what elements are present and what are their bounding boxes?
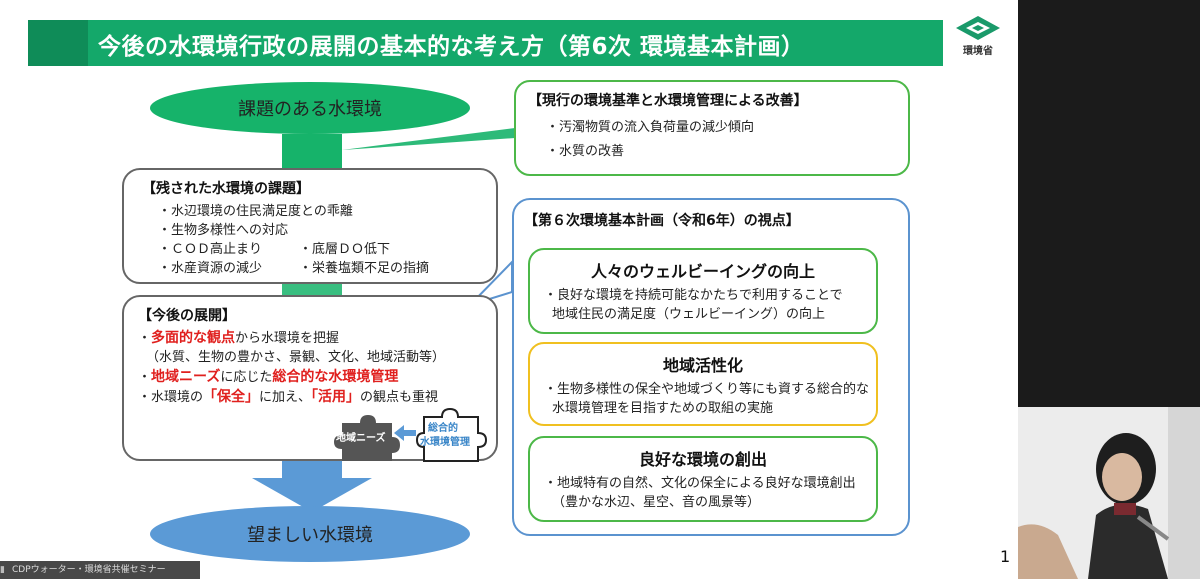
title-stripe — [28, 20, 88, 66]
creation-line-1: ・地域特有の自然、文化の保全による良好な環境創出 — [544, 476, 856, 491]
future-box: 【今後の展開】 ・多面的な観点から水環境を把握 （水質、生物の豊かさ、景観、文化… — [122, 295, 498, 463]
logo-text: 環境省 — [963, 46, 993, 57]
issue-item: ・水産資源の減少 — [158, 261, 263, 276]
plan6-heading: 【第６次環境基本計画（令和6年）の視点】 — [524, 213, 800, 229]
wellbeing-title: 人々のウェルビーイングの向上 — [590, 262, 815, 281]
puzzle-integrated: 総合的 水環境管理 — [415, 407, 488, 463]
future-line-2: （水質、生物の豊かさ、景観、文化、地域活動等） — [146, 350, 446, 365]
title-bar: 今後の水環境行政の展開の基本的な考え方（第6次 環境基本計画） — [28, 20, 943, 66]
puzzle-piece-icon — [334, 415, 400, 461]
wellbeing-box: 人々のウェルビーイングの向上 ・良好な環境を持続可能なかたちで利用することで 地… — [528, 248, 878, 334]
improvement-box: 【現行の環境基準と水環境管理による改善】 ・汚濁物質の流入負荷量の減少傾向 ・水… — [514, 80, 910, 176]
issue-item: ・栄養塩類不足の指摘 — [299, 261, 430, 276]
integrated-management-phrase: 総合的な水環境管理 — [272, 369, 399, 385]
conservation-phrase: 「保全」 — [203, 389, 260, 405]
presenter-webcam — [1018, 407, 1200, 579]
future-line-4-rest: の観点も重視 — [360, 390, 439, 405]
future-line-4-mid: に加え、 — [259, 390, 312, 405]
arrow-left-icon — [394, 425, 416, 441]
remaining-issues-box: 【残された水環境の課題】 ・水辺環境の住民満足度との乖離 ・生物多様性への対応 … — [122, 168, 498, 284]
improvement-heading: 【現行の環境基準と水環境管理による改善】 — [528, 93, 808, 109]
improvement-item: ・汚濁物質の流入負荷量の減少傾向 — [546, 120, 755, 135]
revitalization-title: 地域活性化 — [662, 356, 743, 375]
future-line-4-prefix: ・水環境の — [138, 390, 204, 405]
puzzle-local-needs: 地域ニーズ — [332, 415, 402, 461]
presenter-video-icon — [1018, 407, 1200, 579]
puzzle-piece-outline-icon — [415, 407, 488, 462]
future-line-1: ・多面的な観点から水環境を把握 — [138, 329, 339, 348]
bottom-oval-label: 望ましい水環境 — [247, 525, 373, 546]
future-line-1-rest: から水環境を把握 — [235, 331, 340, 346]
utilization-phrase: 「活用」 — [311, 389, 361, 405]
ministry-logo: 環境省 — [948, 12, 1008, 62]
bullet: ・ — [138, 370, 152, 385]
creation-line-2: （豊かな水辺、星空、音の風景等） — [552, 495, 761, 510]
puzzle-local-needs-label: 地域ニーズ — [336, 433, 386, 444]
plan6-frame: 【第６次環境基本計画（令和6年）の視点】 人々のウェルビーイングの向上 ・良好な… — [512, 198, 910, 536]
issue-item: ・ＣＯＤ高止まり — [158, 242, 263, 257]
creation-title: 良好な環境の創出 — [638, 450, 767, 469]
top-oval-label: 課題のある水環境 — [238, 99, 382, 120]
puzzle-integrated-label-2: 水環境管理 — [420, 437, 470, 448]
bullet: ・ — [138, 331, 152, 346]
future-heading: 【今後の展開】 — [138, 308, 236, 324]
slide-title: 今後の水環境行政の展開の基本的な考え方（第6次 環境基本計画） — [98, 34, 805, 60]
issue-item: ・生物多様性への対応 — [158, 223, 289, 238]
revitalization-line-2: 水環境管理を目指すための取組の実施 — [552, 401, 774, 416]
wellbeing-line-2: 地域住民の満足度（ウェルビーイング）の向上 — [552, 307, 826, 322]
local-needs-phrase: 地域ニーズ — [151, 369, 221, 385]
future-line-4: ・水環境の「保全」に加え、「活用」の観点も重視 — [138, 388, 438, 407]
revitalization-box: 地域活性化 ・生物多様性の保全や地域づくり等にも資する総合的な 水環境管理を目指… — [528, 342, 878, 426]
wellbeing-line-1: ・良好な環境を持続可能なかたちで利用することで — [544, 288, 843, 303]
future-line-3-mid: に応じた — [220, 370, 273, 385]
future-line-3: ・地域ニーズに応じた総合的な水環境管理 — [138, 368, 398, 387]
slide: 今後の水環境行政の展開の基本的な考え方（第6次 環境基本計画） 環境省 課題のあ… — [0, 0, 1018, 579]
remaining-issues-heading: 【残された水環境の課題】 — [142, 181, 310, 197]
puzzle-integrated-label-1: 総合的 — [428, 423, 458, 434]
issue-item: ・水辺環境の住民満足度との乖離 — [158, 204, 353, 219]
page-number: 1 — [1000, 547, 1011, 566]
signal-icon: ▮ — [0, 565, 5, 575]
issue-item: ・底層ＤＯ低下 — [299, 242, 391, 257]
bottom-oval: 望ましい水環境 — [150, 506, 470, 562]
ministry-logo-icon — [956, 16, 1000, 40]
multifaceted-phrase: 多面的な観点 — [151, 330, 236, 346]
improvement-item: ・水質の改善 — [546, 144, 625, 159]
revitalization-line-1: ・生物多様性の保全や地域づくり等にも資する総合的な — [544, 382, 870, 397]
video-caption: ▮ CDPウォーター・環境省共催セミナー — [0, 561, 200, 579]
top-oval: 課題のある水環境 — [150, 82, 470, 134]
caption-text: CDPウォーター・環境省共催セミナー — [12, 565, 166, 575]
creation-box: 良好な環境の創出 ・地域特有の自然、文化の保全による良好な環境創出 （豊かな水辺… — [528, 436, 878, 522]
